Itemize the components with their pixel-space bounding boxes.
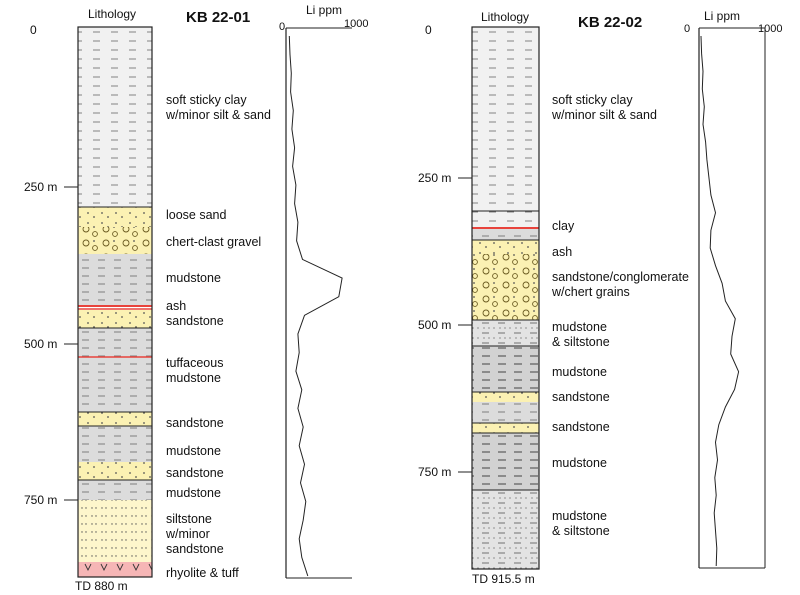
td-label: TD 880 m <box>75 579 128 593</box>
lithology-header: Lithology <box>88 7 136 21</box>
unit-label: mudstone& siltstone <box>552 509 610 538</box>
li-ppm-header: Li ppm <box>306 3 342 17</box>
unit-clay <box>472 27 539 211</box>
unit-siltstone <box>78 500 152 562</box>
unit-sandstone <box>78 412 152 426</box>
unit-label: mudstone <box>552 456 607 470</box>
li-profile-panel <box>285 27 352 579</box>
unit-mudstone <box>472 433 539 490</box>
unit-label: sandstone <box>552 420 610 434</box>
lithology-column <box>471 26 540 570</box>
unit-label: mudstone <box>166 486 221 500</box>
column-outline <box>471 26 540 570</box>
li-profile-line <box>288 35 343 577</box>
unit-loose-sand <box>78 207 152 227</box>
li-profile-line <box>700 35 740 567</box>
unit-label: rhyolite & tuff <box>166 566 239 580</box>
unit-label: ash <box>552 245 572 259</box>
li-ppm-header: Li ppm <box>704 9 740 23</box>
li-scale-max: 1000 <box>758 23 782 35</box>
unit-clay <box>78 27 152 207</box>
unit-mudstone <box>472 402 539 423</box>
well-kb22-01: Lithology KB 22-01 Li ppm 0 1000 0 <box>24 3 368 593</box>
depth-label-750: 750 m <box>418 465 451 479</box>
unit-sandstone <box>472 392 539 402</box>
unit-mudstone-siltstone <box>472 490 539 569</box>
unit-mudstone <box>78 426 152 462</box>
unit-tuffaceous-mudstone <box>78 328 152 412</box>
li-scale-min: 0 <box>279 21 285 33</box>
lithology-header: Lithology <box>481 10 529 24</box>
depth-label-500: 500 m <box>418 318 451 332</box>
unit-label: clay <box>552 219 575 233</box>
unit-label: ash <box>166 299 186 313</box>
well-name: KB 22-02 <box>578 14 642 31</box>
unit-rhyolite-tuff <box>78 562 152 577</box>
unit-mudstone <box>472 346 539 392</box>
li-scale-min: 0 <box>684 23 690 35</box>
unit-mudstone <box>78 480 152 500</box>
unit-label: sandstone <box>166 466 224 480</box>
unit-sandstone <box>78 310 152 328</box>
unit-label: chert-clast gravel <box>166 235 261 249</box>
unit-label: mudstone& siltstone <box>552 320 610 349</box>
unit-label: sandstone <box>552 390 610 404</box>
unit-mudstone <box>78 254 152 306</box>
unit-label: loose sand <box>166 208 227 222</box>
depth-label-0: 0 <box>425 23 432 37</box>
unit-clay <box>472 228 539 240</box>
unit-ash-sand <box>472 240 539 254</box>
unit-label: sandstone <box>166 314 224 328</box>
unit-chert-gravel <box>78 227 152 254</box>
li-scale-max: 1000 <box>344 18 368 30</box>
depth-label-250: 250 m <box>24 180 57 194</box>
well-name: KB 22-01 <box>186 9 250 26</box>
unit-label: mudstone <box>166 271 221 285</box>
unit-label: mudstone <box>552 365 607 379</box>
unit-label: mudstone <box>166 444 221 458</box>
unit-label: sandstone <box>166 416 224 430</box>
depth-label-500: 500 m <box>24 337 57 351</box>
unit-sandstone-conglomerate <box>472 254 539 320</box>
depth-label-0: 0 <box>30 23 37 37</box>
li-profile-panel <box>698 27 766 569</box>
column-outline <box>77 26 153 578</box>
well-kb22-02: Lithology KB 22-02 Li ppm 0 1000 0 <box>418 9 782 586</box>
depth-label-750: 750 m <box>24 493 57 507</box>
depth-label-250: 250 m <box>418 171 451 185</box>
unit-mudstone-siltstone <box>472 320 539 346</box>
unit-sandstone <box>472 423 539 433</box>
unit-sandstone <box>78 462 152 480</box>
unit-clay <box>472 211 539 228</box>
lithology-column <box>77 26 153 578</box>
td-label: TD 915.5 m <box>472 572 535 586</box>
